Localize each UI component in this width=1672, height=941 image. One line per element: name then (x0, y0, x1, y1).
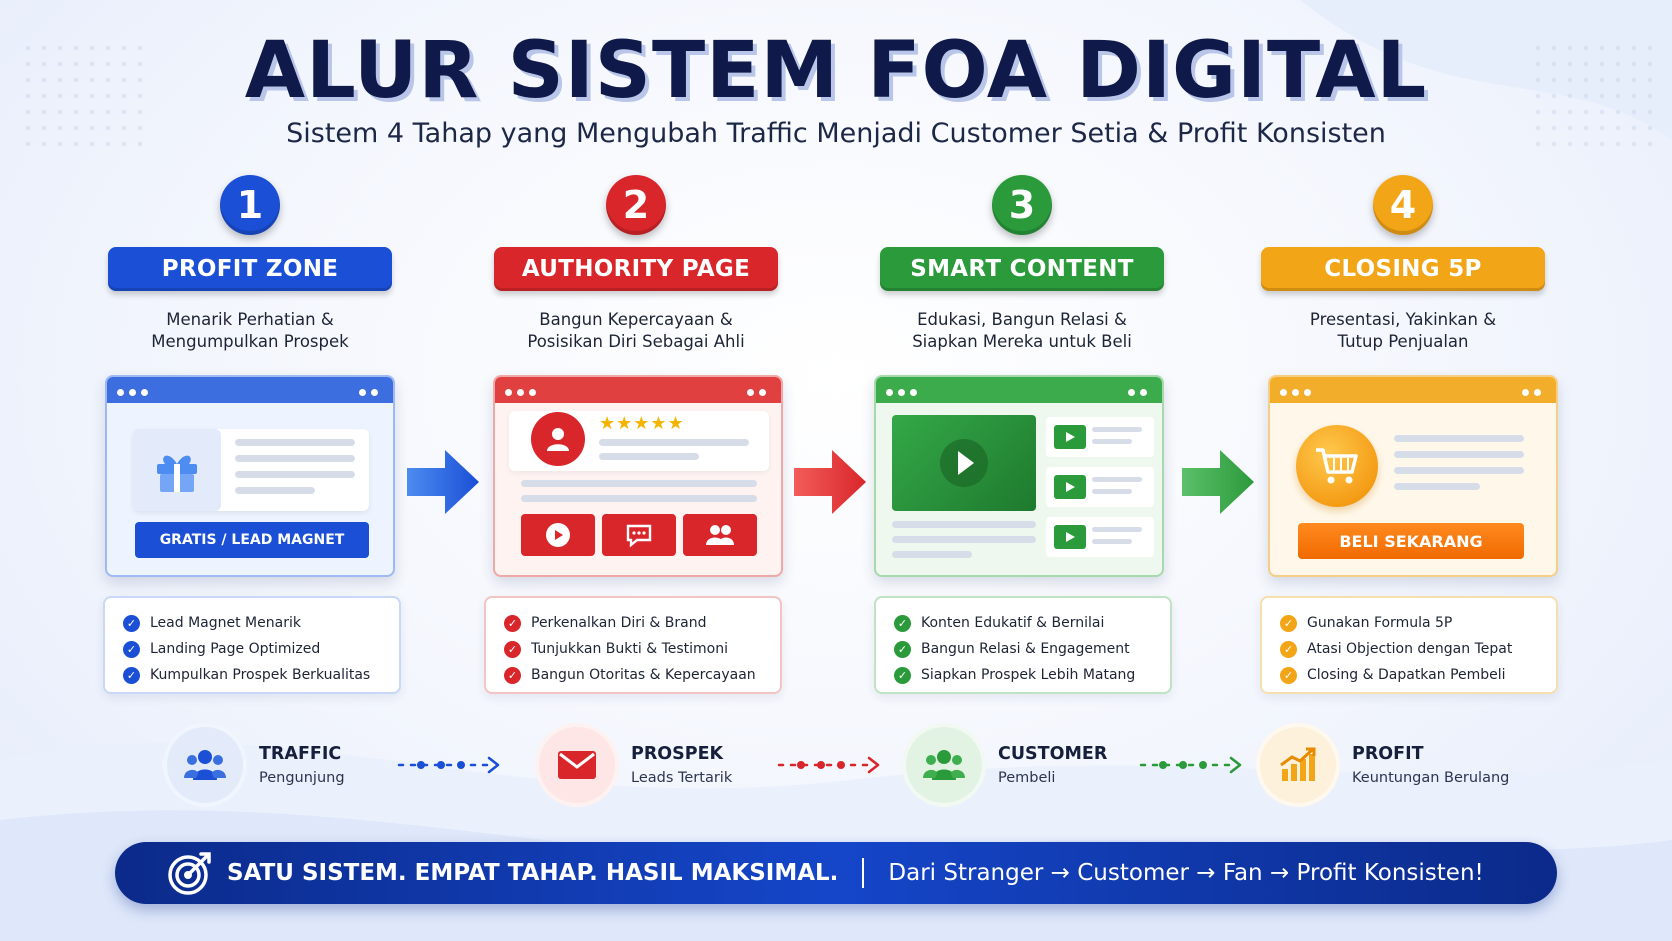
list-item: ✓Kumpulkan Prospek Berkualitas (123, 662, 399, 688)
arrow-right-icon (407, 450, 479, 514)
users-icon (167, 727, 243, 803)
shopping-cart-icon (1296, 425, 1378, 507)
check-icon: ✓ (504, 640, 521, 658)
stage-1: 1 PROFIT ZONE Menarik Perhatian &Mengump… (100, 175, 400, 355)
profit-zone-mockup: GRATIS / LEAD MAGNET (105, 375, 395, 577)
check-icon: ✓ (894, 666, 911, 684)
video-thumb-icon[interactable] (1054, 525, 1086, 549)
footer-banner: SATU SISTEM. EMPAT TAHAP. HASIL MAKSIMAL… (115, 842, 1557, 904)
chat-icon (626, 524, 652, 548)
stage-number-badge: 2 (606, 175, 666, 235)
check-icon: ✓ (504, 614, 521, 632)
stage-description: Bangun Kepercayaan &Posisikan Diri Sebag… (527, 310, 745, 351)
check-icon: ✓ (894, 614, 911, 632)
list-item: ✓Gunakan Formula 5P (1280, 610, 1556, 636)
page-title: ALUR SISTEM FOA DIGITAL (244, 26, 1428, 116)
play-icon (940, 439, 988, 487)
checklist-stage-2: ✓Perkenalkan Diri & Brand ✓Tunjukkan Buk… (484, 596, 782, 694)
stage-number-badge: 1 (220, 175, 280, 235)
dotted-arrow-icon (777, 756, 880, 774)
dots-decoration-left (20, 40, 150, 150)
list-item: ✓Bangun Otoritas & Kepercayaan (504, 662, 780, 688)
dotted-arrow-icon (397, 756, 500, 774)
list-item: ✓Landing Page Optimized (123, 636, 399, 662)
check-icon: ✓ (1280, 614, 1297, 632)
checklist-stage-3: ✓Konten Edukatif & Bernilai ✓Bangun Rela… (874, 596, 1172, 694)
dots-decoration-right (1530, 40, 1660, 150)
arrow-right-icon (794, 450, 866, 514)
buy-now-button[interactable]: BELI SEKARANG (1298, 523, 1524, 559)
play-icon (546, 523, 570, 547)
main-video-player[interactable] (892, 415, 1036, 511)
stage-2: 2 AUTHORITY PAGE Bangun Kepercayaan &Pos… (486, 175, 786, 355)
arrow-right-icon (1182, 450, 1254, 514)
gift-icon (133, 429, 221, 511)
stage-description: Presentasi, Yakinkan &Tutup Penjualan (1309, 310, 1497, 351)
page-subtitle: Sistem 4 Tahap yang Mengubah Traffic Men… (286, 118, 1386, 149)
list-item: ✓Closing & Dapatkan Pembeli (1280, 662, 1556, 688)
stage-title: CLOSING 5P (1261, 247, 1545, 291)
stage-title: PROFIT ZONE (108, 247, 392, 291)
stage-3: 3 SMART CONTENT Edukasi, Bangun Relasi &… (872, 175, 1172, 355)
group-icon (706, 525, 734, 545)
check-icon: ✓ (1280, 640, 1297, 658)
list-item: ✓Siapkan Prospek Lebih Matang (894, 662, 1170, 688)
profile-avatar-icon (531, 412, 585, 466)
stage-description: Edukasi, Bangun Relasi &Siapkan Mereka u… (912, 310, 1132, 351)
stage-number-badge: 4 (1373, 175, 1433, 235)
banner-divider (862, 858, 865, 888)
stage-number-badge: 3 (992, 175, 1052, 235)
users-icon (906, 727, 982, 803)
dotted-arrow-icon (1139, 756, 1242, 774)
list-item: ✓Perkenalkan Diri & Brand (504, 610, 780, 636)
target-icon (168, 852, 211, 895)
list-item: ✓Lead Magnet Menarik (123, 610, 399, 636)
banner-tagline: Dari Stranger → Customer → Fan → Profit … (888, 860, 1484, 886)
list-item: ✓Atasi Objection dengan Tepat (1280, 636, 1556, 662)
list-item: ✓Konten Edukatif & Bernilai (894, 610, 1170, 636)
rating-stars-icon: ★★★★★ (599, 413, 685, 434)
video-button[interactable] (521, 514, 595, 556)
check-icon: ✓ (123, 640, 140, 658)
closing-mockup: BELI SEKARANG (1268, 375, 1558, 577)
stage-4: 4 CLOSING 5P Presentasi, Yakinkan &Tutup… (1253, 175, 1553, 355)
stage-title: SMART CONTENT (880, 247, 1164, 291)
checklist-stage-1: ✓Lead Magnet Menarik ✓Landing Page Optim… (103, 596, 401, 694)
video-thumb-icon[interactable] (1054, 425, 1086, 449)
list-item: ✓Bangun Relasi & Engagement (894, 636, 1170, 662)
check-icon: ✓ (894, 640, 911, 658)
check-icon: ✓ (1280, 666, 1297, 684)
smart-content-mockup (874, 375, 1164, 577)
community-button[interactable] (683, 514, 757, 556)
chat-button[interactable] (602, 514, 676, 556)
check-icon: ✓ (123, 614, 140, 632)
stage-title: AUTHORITY PAGE (494, 247, 778, 291)
list-item: ✓Tunjukkan Bukti & Testimoni (504, 636, 780, 662)
banner-slogan: SATU SISTEM. EMPAT TAHAP. HASIL MAKSIMAL… (227, 860, 839, 886)
authority-page-mockup: ★★★★★ (493, 375, 783, 577)
chart-up-icon (1260, 727, 1336, 803)
stage-description: Menarik Perhatian &Mengumpulkan Prospek (151, 310, 349, 351)
video-thumb-icon[interactable] (1054, 475, 1086, 499)
check-icon: ✓ (123, 666, 140, 684)
checklist-stage-4: ✓Gunakan Formula 5P ✓Atasi Objection den… (1260, 596, 1558, 694)
mail-icon (539, 727, 615, 803)
check-icon: ✓ (504, 666, 521, 684)
lead-magnet-button[interactable]: GRATIS / LEAD MAGNET (135, 522, 369, 558)
